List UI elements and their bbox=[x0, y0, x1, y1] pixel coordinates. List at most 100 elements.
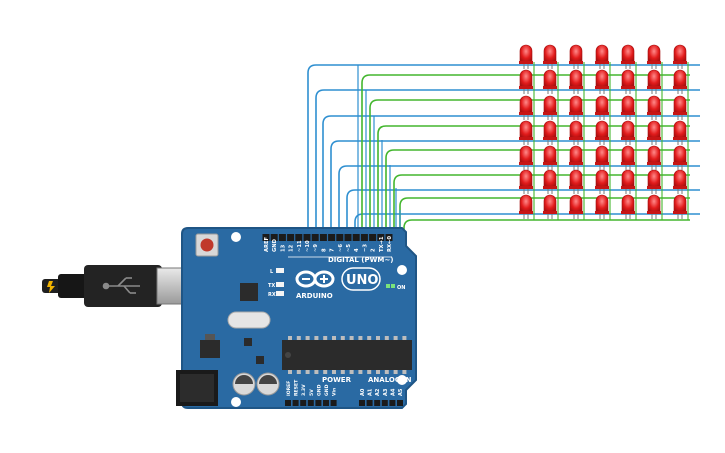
power-pin[interactable] bbox=[292, 400, 299, 406]
wire-row[interactable] bbox=[330, 140, 700, 234]
led[interactable] bbox=[543, 120, 557, 145]
led[interactable] bbox=[673, 194, 687, 219]
led[interactable] bbox=[569, 194, 583, 219]
led[interactable] bbox=[519, 120, 533, 145]
analog-pin[interactable] bbox=[374, 400, 381, 406]
led[interactable] bbox=[543, 194, 557, 219]
digital-pin[interactable] bbox=[352, 234, 360, 241]
wire-row[interactable] bbox=[354, 213, 700, 234]
led[interactable] bbox=[595, 194, 609, 219]
digital-pin[interactable] bbox=[311, 234, 319, 241]
led[interactable] bbox=[569, 44, 583, 69]
led[interactable] bbox=[621, 145, 635, 170]
led[interactable] bbox=[519, 169, 533, 194]
led[interactable] bbox=[519, 44, 533, 69]
power-jack[interactable] bbox=[176, 370, 218, 406]
led[interactable] bbox=[621, 69, 635, 94]
led[interactable] bbox=[569, 69, 583, 94]
digital-pin[interactable] bbox=[336, 234, 344, 241]
led[interactable] bbox=[543, 169, 557, 194]
digital-pin[interactable] bbox=[360, 234, 368, 241]
digital-pin[interactable] bbox=[328, 234, 336, 241]
led[interactable] bbox=[569, 145, 583, 170]
digital-pin[interactable] bbox=[319, 234, 327, 241]
wire-col[interactable] bbox=[393, 174, 690, 234]
digital-pin[interactable] bbox=[270, 234, 278, 241]
led[interactable] bbox=[543, 44, 557, 69]
led[interactable] bbox=[647, 120, 661, 145]
wire-col[interactable] bbox=[403, 219, 690, 234]
analog-pin[interactable] bbox=[359, 400, 365, 406]
wire-row[interactable] bbox=[307, 64, 700, 234]
digital-pin[interactable] bbox=[278, 234, 286, 241]
led[interactable] bbox=[647, 169, 661, 194]
wire-col[interactable] bbox=[369, 99, 690, 234]
wire-row[interactable] bbox=[315, 89, 700, 234]
digital-pin[interactable] bbox=[377, 234, 385, 241]
wire-row[interactable] bbox=[346, 189, 700, 234]
led-matrix[interactable] bbox=[519, 44, 687, 219]
led[interactable] bbox=[621, 120, 635, 145]
led[interactable] bbox=[621, 95, 635, 120]
wire-bundle[interactable] bbox=[307, 62, 700, 234]
digital-pin[interactable] bbox=[287, 234, 295, 241]
power-pin[interactable] bbox=[307, 400, 314, 406]
digital-pin[interactable] bbox=[295, 234, 303, 241]
digital-pin[interactable] bbox=[369, 234, 377, 241]
digital-pin[interactable] bbox=[262, 234, 270, 241]
wire-col[interactable] bbox=[399, 197, 690, 234]
led[interactable] bbox=[543, 69, 557, 94]
led[interactable] bbox=[673, 44, 687, 69]
power-pin[interactable] bbox=[323, 400, 329, 406]
led[interactable] bbox=[647, 194, 661, 219]
digital-pin-header[interactable] bbox=[262, 234, 393, 241]
wire-col[interactable] bbox=[377, 125, 690, 234]
led[interactable] bbox=[673, 95, 687, 120]
led[interactable] bbox=[595, 120, 609, 145]
led[interactable] bbox=[519, 194, 533, 219]
led[interactable] bbox=[543, 145, 557, 170]
led[interactable] bbox=[543, 95, 557, 120]
wire-row[interactable] bbox=[338, 165, 700, 234]
led[interactable] bbox=[647, 145, 661, 170]
wire-row[interactable] bbox=[322, 115, 700, 234]
power-analog-pin-header[interactable] bbox=[285, 400, 403, 406]
led[interactable] bbox=[647, 44, 661, 69]
usb-cable[interactable] bbox=[42, 265, 188, 307]
analog-pin[interactable] bbox=[381, 400, 388, 406]
power-pin[interactable] bbox=[315, 400, 322, 406]
power-pin[interactable] bbox=[330, 400, 337, 406]
led[interactable] bbox=[673, 120, 687, 145]
digital-pin[interactable] bbox=[344, 234, 352, 241]
led[interactable] bbox=[595, 169, 609, 194]
led[interactable] bbox=[569, 95, 583, 120]
analog-pin[interactable] bbox=[389, 400, 396, 406]
led[interactable] bbox=[595, 44, 609, 69]
digital-pin[interactable] bbox=[385, 234, 393, 241]
led[interactable] bbox=[569, 120, 583, 145]
led[interactable] bbox=[647, 69, 661, 94]
led[interactable] bbox=[569, 169, 583, 194]
led[interactable] bbox=[647, 95, 661, 120]
led[interactable] bbox=[621, 194, 635, 219]
power-pin[interactable] bbox=[300, 400, 307, 406]
led[interactable] bbox=[673, 145, 687, 170]
led[interactable] bbox=[621, 44, 635, 69]
digital-pin[interactable] bbox=[303, 234, 311, 241]
wire-col[interactable] bbox=[361, 74, 690, 234]
led[interactable] bbox=[519, 95, 533, 120]
led[interactable] bbox=[595, 95, 609, 120]
led[interactable] bbox=[519, 145, 533, 170]
led[interactable] bbox=[673, 69, 687, 94]
power-pin[interactable] bbox=[285, 400, 291, 406]
reset-button[interactable] bbox=[195, 233, 219, 257]
led[interactable] bbox=[595, 145, 609, 170]
analog-pin[interactable] bbox=[366, 400, 373, 406]
led[interactable] bbox=[519, 69, 533, 94]
wire-col[interactable] bbox=[385, 149, 690, 234]
analog-pin[interactable] bbox=[397, 400, 403, 406]
led[interactable] bbox=[621, 169, 635, 194]
led[interactable] bbox=[595, 69, 609, 94]
led[interactable] bbox=[673, 169, 687, 194]
